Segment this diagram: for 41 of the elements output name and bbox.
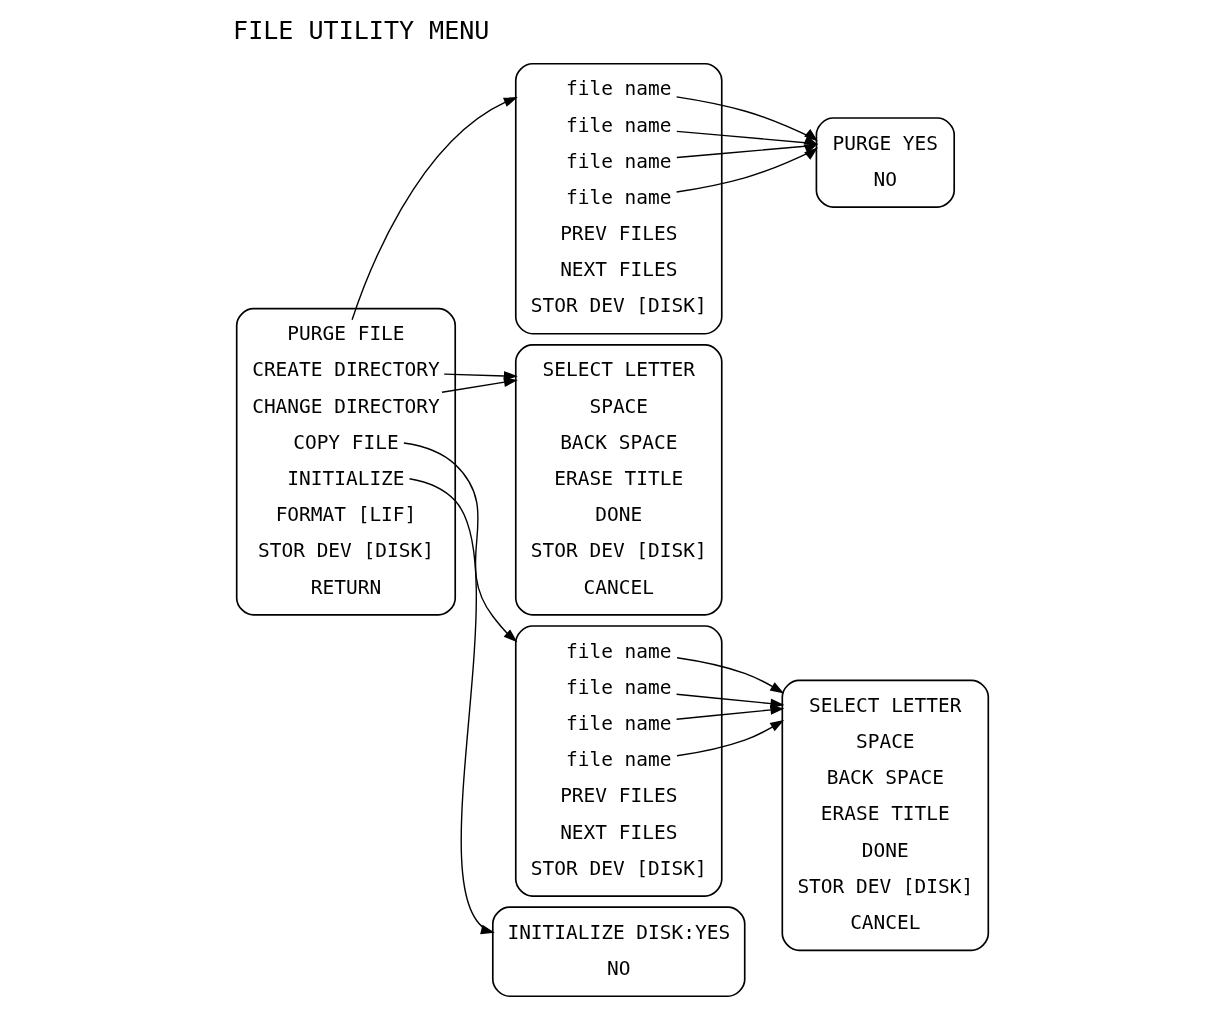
node-text: CANCEL	[850, 911, 921, 935]
node-text: CREATE DIRECTORY	[252, 358, 440, 382]
node-text: BACK SPACE	[826, 766, 944, 790]
node-text: STOR DEV [DISK]	[258, 539, 434, 563]
node-text: PREV FILES	[560, 784, 678, 808]
node-text: RETURN	[310, 575, 382, 599]
node-text: SELECT LETTER	[542, 358, 695, 382]
node-text: INITIALIZE DISK:YES	[507, 920, 731, 944]
node-text: DONE	[595, 503, 643, 527]
node-text: STOR DEV [DISK]	[530, 294, 707, 318]
node-text: SELECT LETTER	[809, 693, 962, 717]
node-text: DONE	[861, 838, 909, 862]
node-text: PURGE YES	[832, 131, 939, 155]
node-text: file name	[566, 748, 672, 772]
node-text: STOR DEV [DISK]	[530, 539, 707, 563]
diagram-title: FILE UTILITY MENU	[233, 16, 490, 46]
node-text: file name	[566, 77, 672, 101]
node-text: INITIALIZE	[287, 467, 405, 491]
node-text: SPACE	[589, 394, 649, 418]
node-text: PURGE FILE	[287, 322, 405, 346]
node-text: COPY FILE	[293, 430, 399, 454]
node-text: file name	[566, 639, 672, 663]
node-text: CANCEL	[583, 575, 654, 599]
node-text: file name	[566, 711, 672, 735]
node-text: SPACE	[856, 730, 915, 754]
node-text: file name	[566, 185, 672, 209]
node-text: NEXT FILES	[560, 258, 678, 282]
node-text: STOR DEV [DISK]	[530, 856, 707, 880]
node-text: PREV FILES	[560, 222, 678, 246]
node-text: ERASE TITLE	[820, 802, 950, 826]
node-text: CHANGE DIRECTORY	[252, 394, 440, 418]
node-text: file name	[566, 149, 672, 173]
node-text: NO	[607, 956, 631, 980]
node-text: ERASE TITLE	[554, 467, 684, 491]
node-text: file name	[566, 113, 672, 137]
node-text: FORMAT [LIF]	[275, 503, 417, 527]
node-text: BACK SPACE	[560, 430, 678, 454]
node-text: NEXT FILES	[560, 820, 678, 844]
node-text: file name	[566, 675, 672, 699]
node-text: NO	[873, 167, 898, 191]
node-text: STOR DEV [DISK]	[797, 874, 974, 898]
